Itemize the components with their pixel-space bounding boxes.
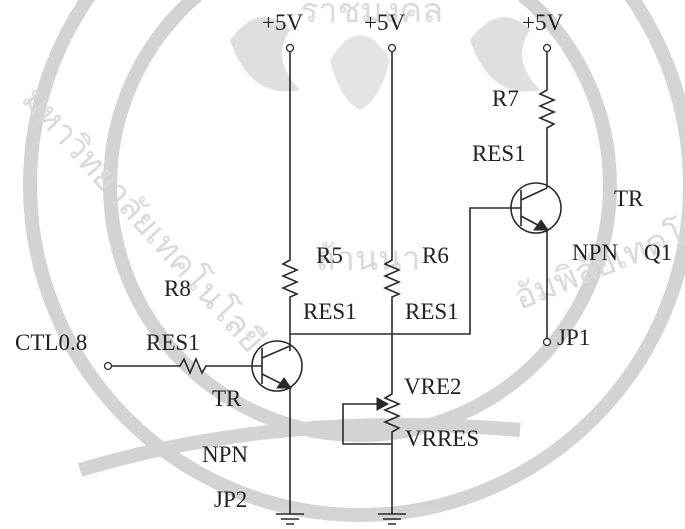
supply-label-r7: +5V: [522, 10, 563, 35]
supply-terminal-r7: [542, 43, 552, 53]
supply-terminal-r5: [285, 43, 295, 53]
wiring: [112, 52, 548, 514]
supply-terminal-vr: [387, 43, 397, 53]
ground-symbol-right: [378, 513, 406, 525]
label-r5-type: RES1: [303, 299, 357, 324]
ground-left: [276, 513, 304, 525]
label-q1-polarity: NPN: [572, 240, 618, 265]
supply-label-vr: +5V: [364, 10, 405, 35]
transistor-q1: [510, 182, 562, 234]
supply-label-r5: +5V: [262, 10, 303, 35]
resistor-r8: [176, 356, 212, 376]
ground-right: [378, 513, 406, 525]
transistor-left-emitter-arrow: [276, 377, 292, 389]
label-jp2: JP2: [214, 487, 247, 512]
wire-node-to-q1-base: [290, 207, 513, 335]
seal-ornament-left: [230, 17, 300, 92]
label-vr-type: VRRES: [405, 426, 479, 451]
transistor-q1-body: [510, 182, 562, 234]
potentiometer-body: [382, 390, 402, 436]
seal-center-text: ล้านนา: [315, 241, 421, 278]
label-q1-designator: Q1: [644, 240, 672, 265]
potentiometer-wiper-arrow: [376, 397, 390, 411]
transistor-q1-base: [513, 190, 522, 226]
label-vr-name: VRE2: [404, 374, 462, 399]
ctl-input-terminal: [103, 361, 113, 371]
label-ctl-input: CTL0.8: [15, 330, 87, 355]
resistor-r6: [382, 256, 402, 300]
transistor-left-base: [250, 348, 263, 384]
seal-ornament-right: [470, 17, 540, 92]
label-r7-name: R7: [492, 86, 519, 111]
label-r7-type: RES1: [472, 141, 526, 166]
label-jp1: JP1: [557, 325, 590, 350]
transistor-q-left: [250, 340, 303, 392]
seal-outer-ring: [23, 0, 685, 522]
label-q-left-kind: TR: [212, 386, 242, 411]
jp1-terminal: [542, 337, 552, 347]
potentiometer-vr: [342, 390, 402, 445]
label-r6-name: R6: [422, 243, 449, 268]
resistor-r7: [537, 86, 557, 132]
ground-symbol-left: [276, 513, 304, 525]
label-q-left-polarity: NPN: [202, 442, 248, 467]
transistor-q1-collector: [520, 187, 548, 201]
label-r6-type: RES1: [405, 299, 459, 324]
transistor-left-collector: [261, 345, 291, 359]
label-r5-name: R5: [316, 243, 343, 268]
seal-ornament-center: [330, 35, 390, 110]
seal-top-text: ราชมงคล: [300, 0, 443, 30]
seal-inner-ring: [103, 0, 617, 442]
potentiometer-wiper-loop: [342, 403, 392, 445]
transistor-q1-emitter-arrow: [533, 219, 549, 231]
supply-rails: +5V +5V +5V: [262, 10, 563, 53]
label-q1-kind: TR: [614, 186, 644, 211]
label-r8-name: R8: [164, 276, 191, 301]
resistor-r5: [280, 256, 300, 300]
label-r8-type: RES1: [146, 330, 200, 355]
